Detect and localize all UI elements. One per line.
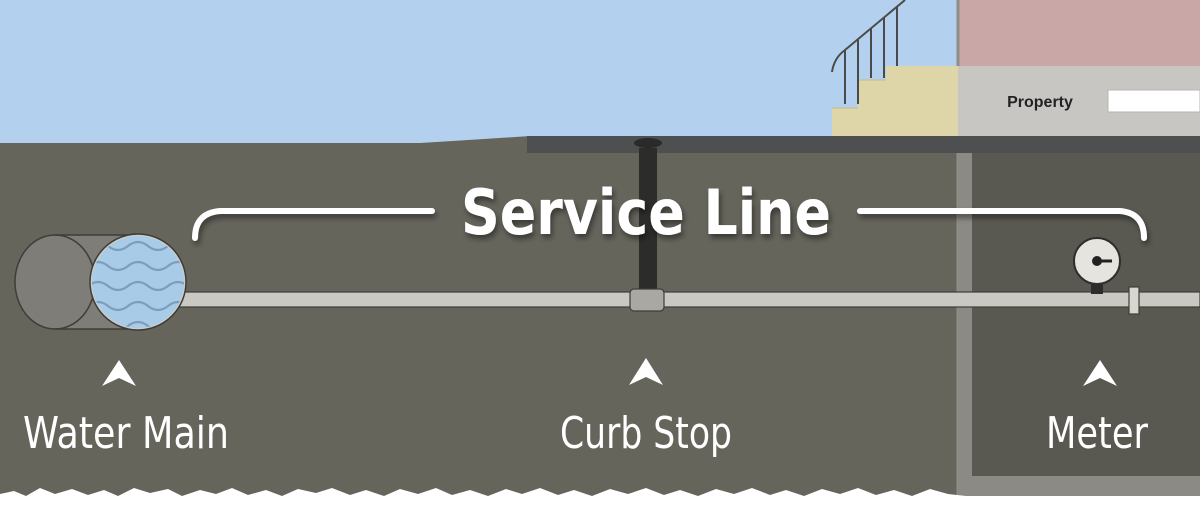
water-main-arrow-icon [102,360,136,386]
front-steps [832,66,958,136]
torn-edge [0,488,1200,514]
street-slab [527,136,1200,153]
curb-stop-valve [629,288,665,312]
property-label: Property [1007,94,1073,111]
meter-arrow-icon [1083,360,1117,386]
house-wall [958,0,1200,66]
curb-stop-riser [639,148,657,292]
curb-stop-label: Curb Stop [560,408,732,459]
water-main-label: Water Main [23,408,229,459]
water-meter [1073,237,1140,315]
curb-box-cap [634,138,662,148]
soil [0,136,960,514]
curb-stop-arrow-icon [629,358,663,385]
service-line-title: Service Line [461,176,831,249]
water-main-pipe [14,233,187,331]
service-pipe [174,291,1200,308]
stair-railing [831,0,906,104]
service-line-bracket [192,208,1147,241]
property-sign [1107,89,1200,113]
meter-label: Meter [1046,408,1149,459]
sky [0,0,960,150]
basement-interior [972,150,1200,476]
